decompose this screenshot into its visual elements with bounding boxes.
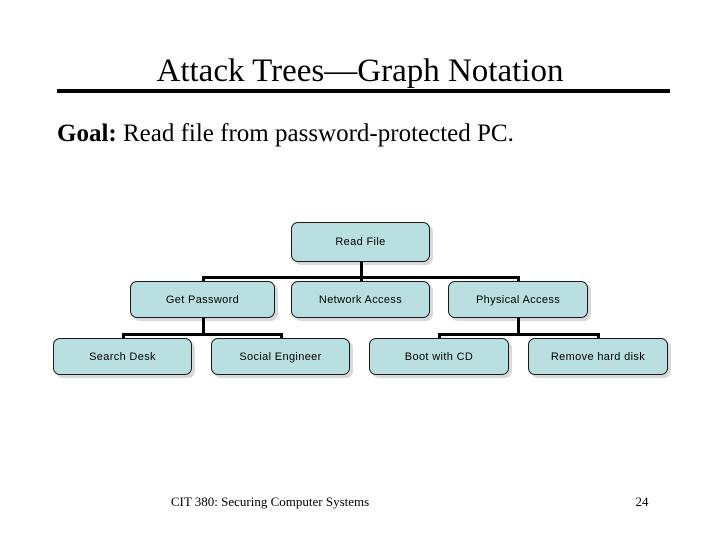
tree-node-label: Search Desk: [89, 350, 156, 363]
goal-statement: Goal: Read file from password-protected …: [57, 118, 677, 150]
footer-course-label: CIT 380: Securing Computer Systems: [170, 494, 370, 509]
connector-drop-network-access: [360, 276, 363, 281]
connector-bus-get-password: [122, 333, 283, 336]
connector-stem-get-password: [202, 318, 205, 336]
connector-bus-physical-access: [438, 333, 600, 336]
tree-node-boot-with-cd[interactable]: Boot with CD: [369, 338, 509, 375]
connector-root-stem: [360, 262, 363, 279]
page-title: Attack Trees—Graph Notation: [156, 53, 564, 90]
tree-node-get-password[interactable]: Get Password: [130, 281, 275, 318]
connector-drop-remove-hard-disk: [597, 333, 600, 338]
tree-node-read-file[interactable]: Read File: [291, 222, 430, 262]
tree-node-label: Network Access: [318, 293, 403, 306]
connector-drop-social-engineer: [280, 333, 283, 338]
connector-stem-physical-access: [517, 318, 520, 336]
connector-drop-search-desk: [122, 333, 125, 338]
title-divider-rule: [57, 89, 670, 93]
tree-node-label: Physical Access: [475, 293, 561, 306]
tree-node-social-engineer[interactable]: Social Engineer: [211, 338, 350, 375]
connector-drop-boot-with-cd: [438, 333, 441, 338]
tree-node-label: Get Password: [165, 293, 240, 306]
tree-node-label: Read File: [335, 236, 386, 248]
goal-text: Read file from password-protected PC.: [116, 120, 514, 147]
tree-node-label: Social Engineer: [239, 350, 322, 363]
tree-node-remove-hard-disk[interactable]: Remove hard disk: [528, 338, 668, 375]
connector-drop-get-password: [202, 276, 205, 281]
goal-label: Goal:: [57, 120, 117, 147]
tree-node-search-desk[interactable]: Search Desk: [53, 338, 192, 375]
tree-node-network-access[interactable]: Network Access: [291, 281, 430, 318]
connector-drop-physical-access: [517, 276, 520, 281]
page-number: 24: [635, 494, 649, 509]
tree-node-label: Boot with CD: [404, 350, 474, 363]
tree-node-label: Remove hard disk: [550, 350, 646, 363]
tree-node-physical-access[interactable]: Physical Access: [448, 281, 588, 318]
